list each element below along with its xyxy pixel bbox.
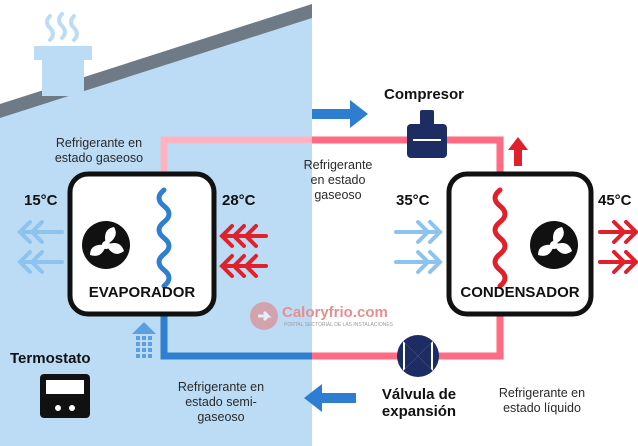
gas-mid-line-2: en estado	[310, 173, 366, 187]
warm-air-in-arrows-icon	[219, 224, 268, 278]
watermark-brand: Caloryfrio.com	[282, 304, 388, 321]
gas-mid-line-3: gaseoso	[314, 188, 362, 202]
evaporator-label: EVAPORADOR	[88, 284, 196, 301]
gas-left-line-1: Refrigerante en	[55, 136, 143, 150]
condenser-fan-icon	[530, 221, 578, 269]
caloryfrio-logo	[250, 302, 278, 330]
chimney-icon	[34, 12, 92, 96]
semigas-label: Refrigerante en estado semi- gaseoso	[156, 380, 286, 425]
condenser-label: CONDENSADOR	[460, 284, 580, 301]
semigas-line-2: estado semi-	[185, 395, 257, 409]
hot-air-out-arrows-icon	[598, 220, 638, 274]
compressor-icon	[407, 110, 447, 158]
gas-mid-label: Refrigerante en estado gaseoso	[286, 158, 390, 203]
evap-out-temp: 15°C	[24, 192, 58, 209]
gas-mid-line-1: Refrigerante	[303, 158, 373, 172]
valve-label: Válvula de expansión	[364, 386, 474, 420]
thermostat-icon	[40, 374, 90, 418]
semigas-line-3: gaseoso	[197, 410, 245, 424]
evaporator-fan-icon	[82, 221, 130, 269]
cond-out-temp: 45°C	[598, 192, 632, 209]
semigas-line-1: Refrigerante en	[177, 380, 265, 394]
expansion-valve-icon	[397, 335, 439, 377]
compressor-label: Compresor	[383, 86, 465, 103]
gas-left-label: Refrigerante en estado gaseoso	[34, 136, 164, 166]
gas-left-line-2: estado gaseoso	[54, 151, 144, 165]
flow-arrow-left-icon	[304, 384, 356, 412]
evaporator-unit	[67, 171, 217, 317]
liquid-line-1: Refrigerante en	[498, 386, 586, 400]
valve-line-2: expansión	[381, 403, 457, 420]
condenser-unit	[446, 171, 594, 317]
air-in-condenser-arrows-icon	[394, 220, 443, 274]
air-up-arrow-icon	[132, 322, 156, 358]
cond-in-temp: 35°C	[396, 192, 430, 209]
flow-arrow-right-icon	[312, 100, 368, 128]
condenser-coil-icon	[492, 187, 508, 289]
liquid-label: Refrigerante en estado líquido	[480, 386, 604, 416]
thermostat-label: Termostato	[10, 350, 91, 367]
cold-air-out-arrows-icon	[17, 220, 64, 274]
valve-line-1: Válvula de	[381, 386, 457, 403]
watermark-tagline: PORTAL SECTORIAL DE LAS INSTALACIONES	[284, 322, 394, 328]
evaporator-coil-icon	[156, 187, 172, 289]
heat-up-arrow-icon	[508, 137, 528, 166]
liquid-line-2: estado líquido	[503, 401, 581, 415]
evap-in-temp: 28°C	[222, 192, 256, 209]
